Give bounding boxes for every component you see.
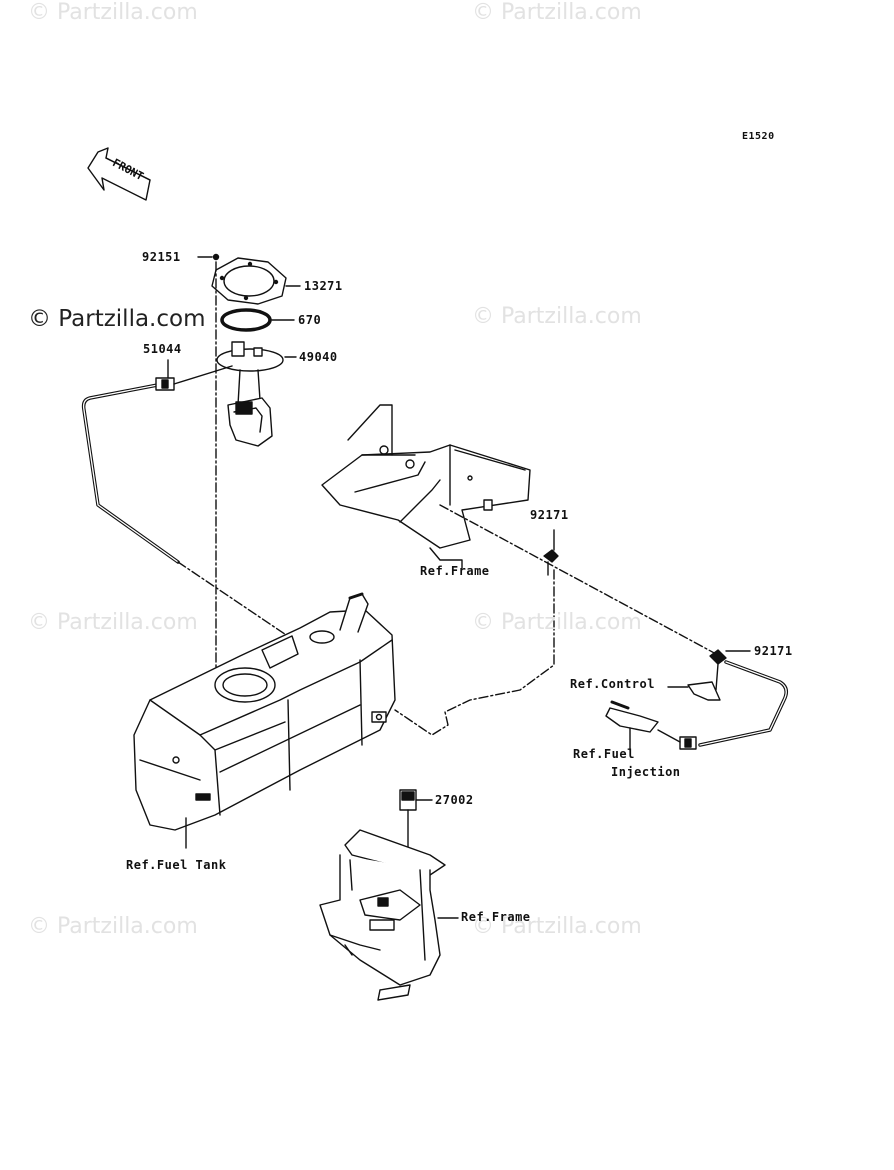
front-arrow-icon: FRONT xyxy=(87,147,151,201)
clamp-92171-a xyxy=(543,529,559,576)
ref-label-fuel-injection-2: Injection xyxy=(611,765,681,779)
part-label-13271[interactable]: 13271 xyxy=(304,279,343,293)
part-label-92171-a[interactable]: 92171 xyxy=(530,508,569,522)
part-label-51044[interactable]: 51044 xyxy=(143,342,182,356)
ref-label-frame-lower: Ref.Frame xyxy=(461,910,531,924)
assembly-line xyxy=(439,504,719,656)
watermark: © Partzilla.com xyxy=(28,306,206,332)
hose-injection xyxy=(605,660,788,751)
fuel-pump-49040 xyxy=(216,341,297,447)
frame-upper xyxy=(321,404,531,569)
part-label-49040[interactable]: 49040 xyxy=(299,350,338,364)
plate-13271 xyxy=(211,257,301,305)
part-label-27002[interactable]: 27002 xyxy=(435,793,474,807)
ref-label-fuel-tank: Ref.Fuel Tank xyxy=(126,858,227,872)
watermark: © Partzilla.com xyxy=(28,914,198,939)
ref-label-fuel-injection: Ref.Fuel xyxy=(573,747,635,761)
ref-label-frame-upper: Ref.Frame xyxy=(420,564,490,578)
clamp-92171-b xyxy=(667,649,751,701)
watermark: © Partzilla.com xyxy=(472,610,642,635)
diagram-code: E1520 xyxy=(742,131,775,142)
bolt-92151 xyxy=(197,253,220,261)
watermark: © Partzilla.com xyxy=(472,914,642,939)
assembly-line xyxy=(394,569,555,736)
hose-51044 xyxy=(81,359,233,564)
watermark: © Partzilla.com xyxy=(28,610,198,635)
oring-670 xyxy=(220,308,295,332)
part-label-92151[interactable]: 92151 xyxy=(142,250,181,264)
fuel-tank xyxy=(133,592,396,849)
watermark: © Partzilla.com xyxy=(28,0,198,25)
watermark: © Partzilla.com xyxy=(472,304,642,329)
frame-lower xyxy=(319,829,459,1001)
watermark: © Partzilla.com xyxy=(472,0,642,25)
ref-label-control: Ref.Control xyxy=(570,677,655,691)
part-label-92171-b[interactable]: 92171 xyxy=(754,644,793,658)
part-label-670[interactable]: 670 xyxy=(298,313,322,327)
